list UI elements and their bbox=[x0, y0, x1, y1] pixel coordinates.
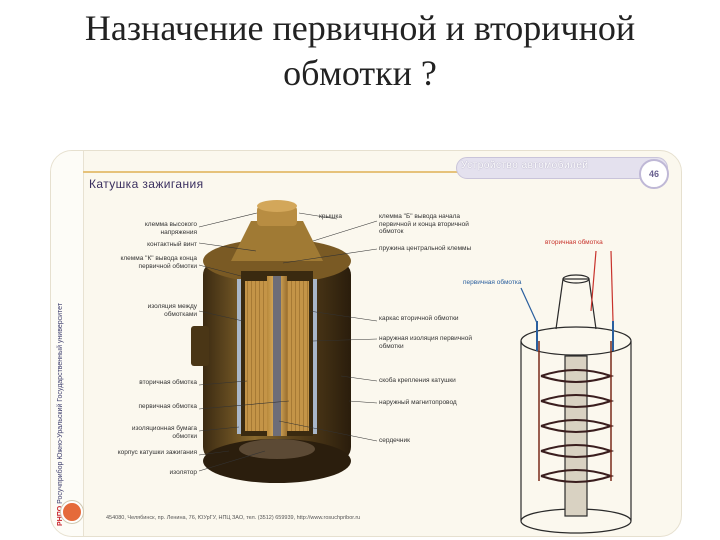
label-insulation-between-windings: изоляция между обмотками bbox=[147, 303, 197, 318]
publisher-logo-icon bbox=[61, 501, 83, 523]
schematic-pointer-lines bbox=[590, 250, 614, 322]
page-number-badge: 46 bbox=[639, 159, 669, 189]
label-mounting-bracket: скоба крепления катушки bbox=[379, 377, 456, 384]
label-outer-core: наружный магнитопровод bbox=[379, 399, 457, 406]
poster-top-rule bbox=[83, 171, 643, 173]
label-secondary-winding: вторичная обмотка bbox=[139, 379, 197, 386]
label-center-spring: пружина центральной клеммы bbox=[379, 245, 472, 252]
coil-illustrations bbox=[191, 200, 632, 534]
publisher-side-strip: РНПО Росучприбор Южно-Уральский Государс… bbox=[51, 151, 84, 536]
label-outer-insulation: наружная изоляция первичной обмотки bbox=[379, 335, 473, 350]
coil-schematic bbox=[520, 274, 632, 534]
slide-title-line-1: Назначение первичной и вторичной bbox=[84, 8, 636, 48]
slide-title: Назначение первичной и вторичной обмотки… bbox=[0, 6, 720, 96]
label-b-terminal: клемма "Б" вывода начала первичной и кон… bbox=[379, 213, 469, 235]
label-coil-housing: корпус катушки зажигания bbox=[117, 449, 197, 456]
label-k-terminal: клемма "К" вывода конца первичной обмотк… bbox=[120, 255, 197, 270]
poster-footer: 454080, Челябинск, пр. Ленина, 76, ЮУрГУ… bbox=[106, 515, 361, 521]
label-core: сердечник bbox=[379, 437, 410, 444]
label-insulator: изолятор bbox=[169, 469, 197, 476]
label-schematic-primary: первичная обмотка bbox=[463, 279, 522, 286]
label-secondary-frame: каркас вторичной обмотки bbox=[379, 315, 459, 322]
label-hv-terminal: клемма высокого напряжения bbox=[144, 221, 197, 236]
label-insulating-paper: изоляционная бумага обмотки bbox=[131, 425, 197, 440]
label-schematic-secondary: вторичная обмотка bbox=[545, 239, 603, 246]
label-contact-screw: контактный винт bbox=[147, 241, 197, 248]
leader-lines bbox=[198, 212, 378, 472]
slide-title-line-2: обмотки ? bbox=[283, 53, 437, 93]
ignition-coil-poster: РНПО Росучприбор Южно-Уральский Государс… bbox=[50, 150, 682, 537]
poster-heading: Катушка зажигания bbox=[89, 177, 204, 191]
label-primary-winding: первичная обмотка bbox=[138, 403, 197, 410]
primary-pointer-line bbox=[520, 287, 538, 324]
poster-header-text: Устройство автомобилей bbox=[461, 160, 589, 171]
coil-cutaway bbox=[191, 200, 351, 483]
label-cover: крышка bbox=[319, 213, 342, 220]
